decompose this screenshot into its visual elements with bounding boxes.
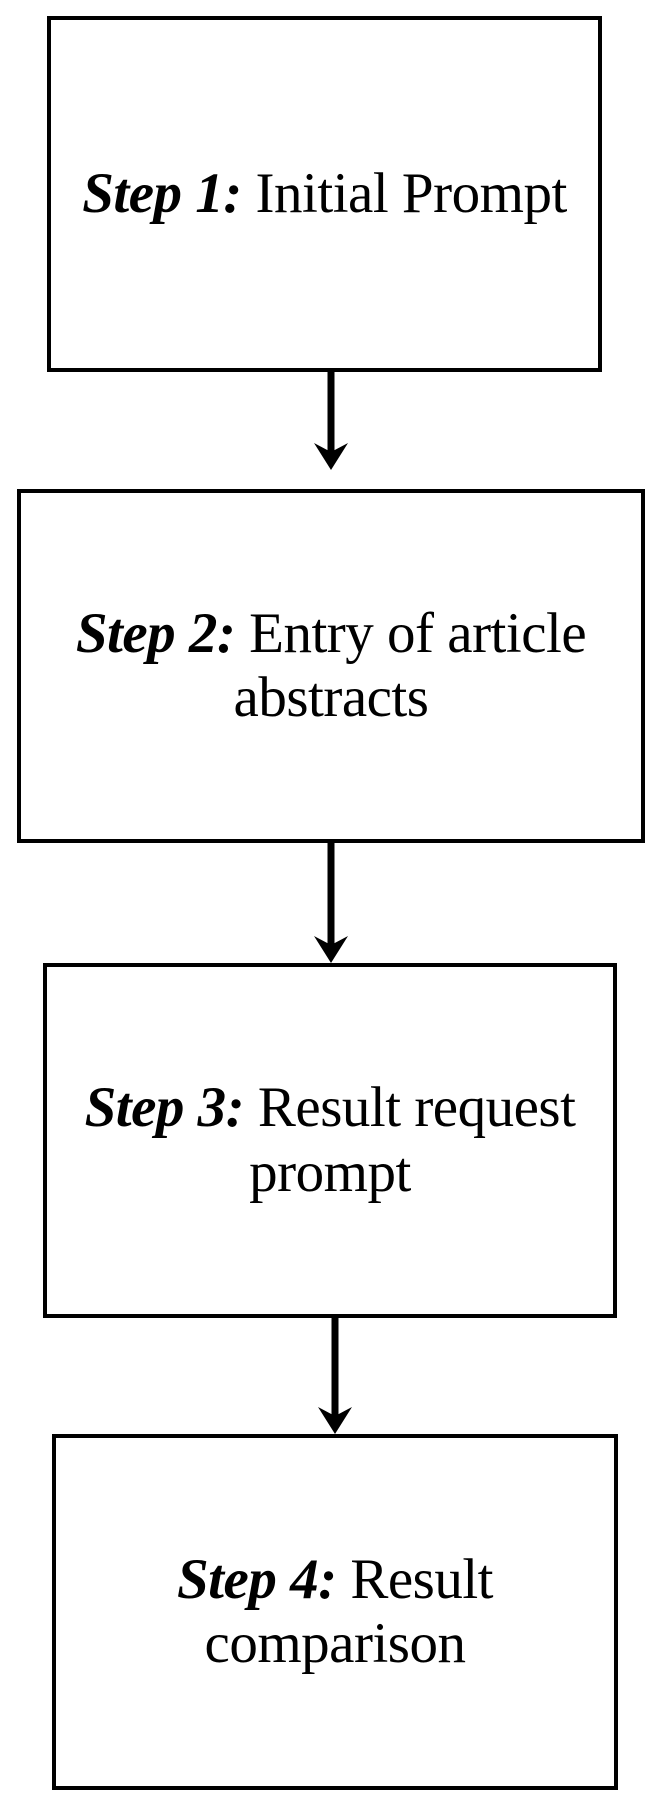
node-step-3-label: Step 3: (84, 1076, 245, 1140)
arrow-step1-to-step2 (314, 372, 348, 470)
node-step-3-text: Step 3: Result request prompt (47, 1076, 613, 1205)
arrow-step2-to-step3 (314, 843, 348, 963)
node-step-1-text: Step 1: Initial Prompt (51, 162, 598, 226)
node-step-4-text: Step 4: Result comparison (56, 1548, 614, 1677)
node-step-2-label: Step 2: (75, 601, 236, 665)
arrow-step3-to-step4 (318, 1318, 352, 1434)
node-step-4-label: Step 4: (176, 1547, 337, 1611)
node-step-4-body: Result comparison (204, 1547, 494, 1675)
flowchart-node-step-1: Step 1: Initial Prompt (47, 16, 602, 372)
flowchart-node-step-3: Step 3: Result request prompt (43, 963, 617, 1318)
flowchart-node-step-4: Step 4: Result comparison (52, 1434, 618, 1790)
node-step-2-body: Entry of article abstracts (233, 601, 587, 729)
node-step-2-text: Step 2: Entry of article abstracts (21, 602, 641, 731)
node-step-1-body: Initial Prompt (241, 161, 568, 225)
flowchart-node-step-2: Step 2: Entry of article abstracts (17, 489, 645, 843)
node-step-3-body: Result request prompt (244, 1076, 576, 1204)
node-step-1-label: Step 1: (82, 161, 242, 225)
